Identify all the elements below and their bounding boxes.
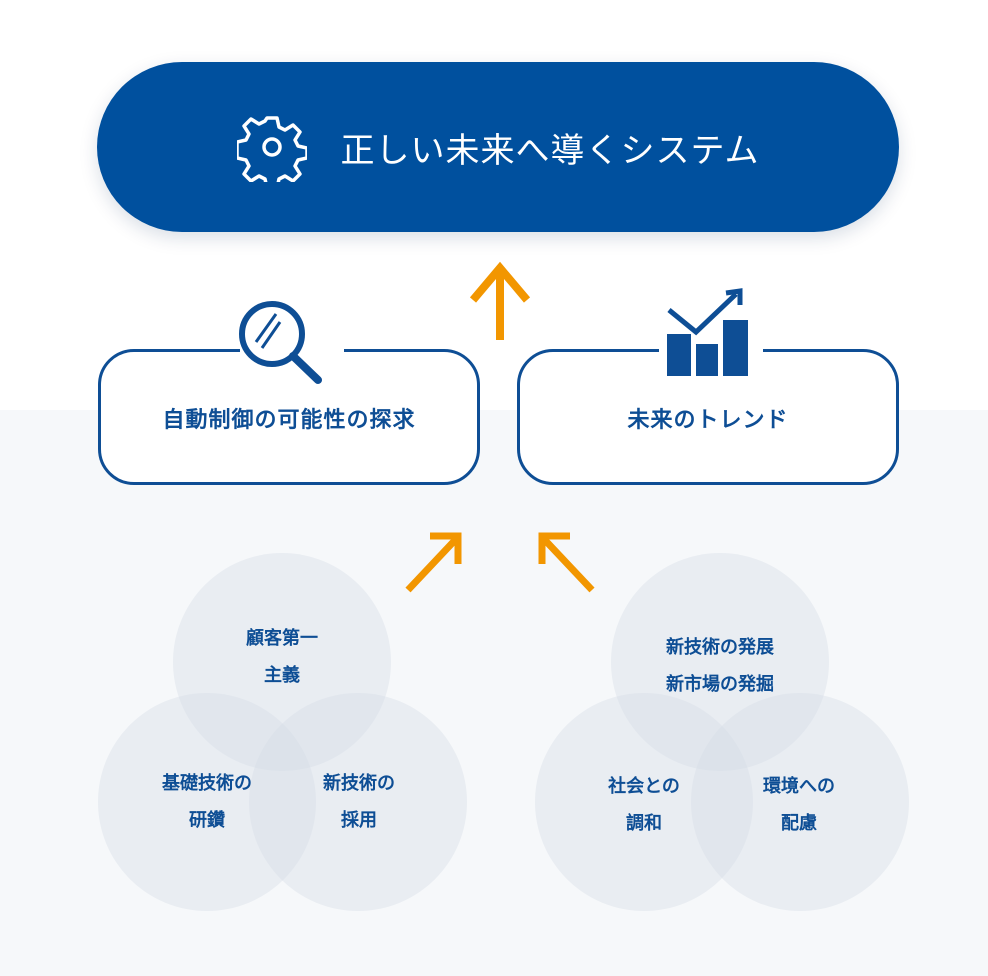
circle-new-tech [249, 693, 467, 911]
box-label: 未来のトレンド [627, 408, 789, 433]
circle-label: 社会との 調和 [608, 776, 680, 834]
circle-customer-first [173, 553, 391, 771]
circle-label: 環境への 配慮 [763, 776, 835, 834]
circle-basic-tech [98, 693, 316, 911]
gear-icon [236, 116, 307, 182]
box-label: 自動制御の可能性の探求 [162, 408, 416, 433]
bar-chart-trend-icon [667, 288, 748, 376]
circle-environment [691, 693, 909, 911]
circle-label: 顧客第一 主義 [246, 628, 318, 686]
system-banner: 正しい未来へ導くシステム [97, 62, 899, 232]
background-band [0, 410, 988, 976]
circle-label: 新技術の発展 新市場の発掘 [666, 637, 774, 695]
circle-label: 基礎技術の 研鑽 [162, 773, 252, 831]
circle-society [535, 693, 753, 911]
diagonal-arrow-right-icon [538, 532, 595, 593]
diagonal-arrow-left-icon [405, 532, 462, 593]
circle-label: 新技術の 採用 [323, 773, 395, 831]
banner-title: 正しい未来へ導くシステム [340, 130, 760, 171]
up-arrow-icon [469, 261, 531, 340]
circle-new-markets [611, 553, 829, 771]
magnifier-icon [239, 301, 322, 384]
